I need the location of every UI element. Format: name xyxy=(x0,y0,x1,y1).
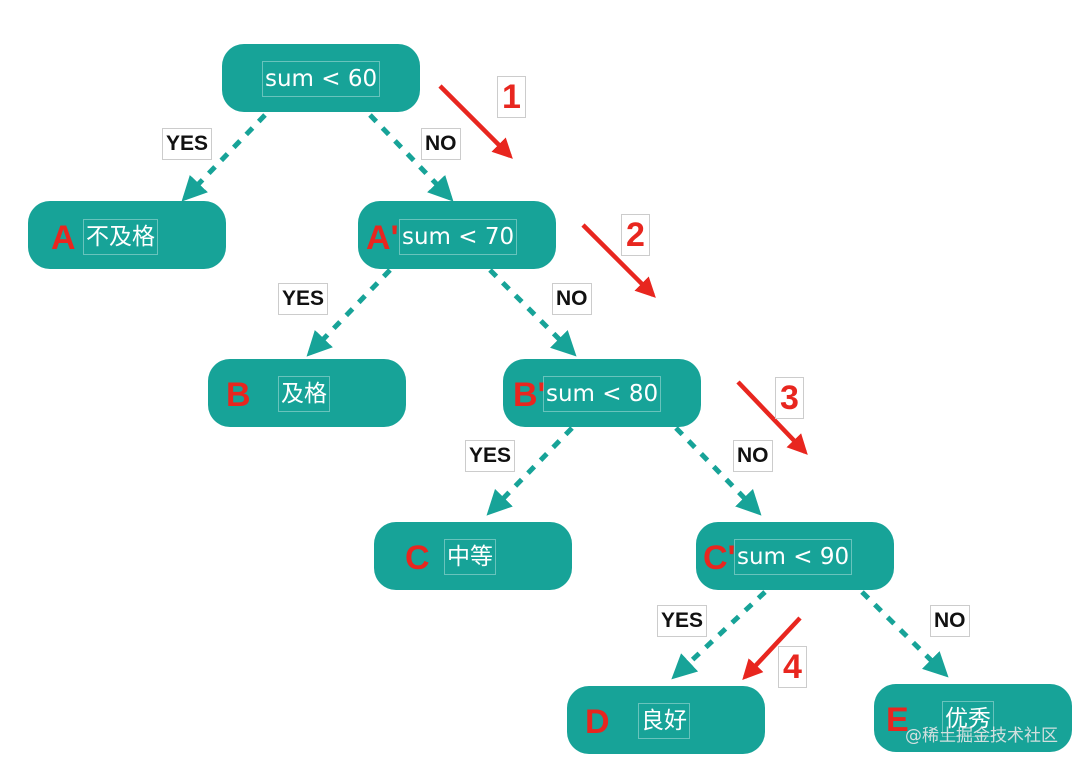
node-a xyxy=(28,201,226,269)
step-arrow-4 xyxy=(742,616,802,680)
step-arrow-2 xyxy=(581,223,656,298)
node-e xyxy=(874,684,1072,752)
node-d-label: 良好 xyxy=(638,703,690,739)
node-e-label: 优秀 xyxy=(942,701,994,737)
edge-label-yes-3: YES xyxy=(465,440,516,472)
node-e-letter: E xyxy=(886,701,909,739)
edge-label-no-1: NO xyxy=(421,128,461,160)
node-c-prime xyxy=(696,522,894,590)
step-number-1: 1 xyxy=(497,76,526,118)
edge-label-yes-1: YES xyxy=(162,128,213,160)
node-a-prime-letter: A' xyxy=(366,219,399,257)
step-number-2: 2 xyxy=(621,214,650,256)
node-c-prime-label: sum < 90 xyxy=(733,539,853,575)
node-a-prime xyxy=(358,201,556,269)
edge-c-prime-e xyxy=(860,590,949,678)
edge-c-prime-d xyxy=(671,590,767,680)
node-root-label: sum < 60 xyxy=(261,61,381,97)
edge-label-no-2: NO xyxy=(552,283,592,315)
node-a-prime-label: sum < 70 xyxy=(398,219,518,255)
node-b-label: 及格 xyxy=(278,376,330,412)
watermark: @稀土掘金技术社区 xyxy=(905,726,1058,746)
edge-root-a-prime xyxy=(368,113,454,202)
node-c xyxy=(374,522,572,590)
step-arrow-3 xyxy=(736,380,808,455)
edge-b-prime-c xyxy=(486,426,574,516)
node-b-prime xyxy=(503,359,701,427)
edge-b-prime-c-prime xyxy=(674,426,762,516)
node-b-letter: B xyxy=(226,376,251,414)
step-number-4: 4 xyxy=(778,646,807,688)
step-arrow-1 xyxy=(438,84,513,159)
node-b xyxy=(208,359,406,427)
node-d-letter: D xyxy=(585,703,610,741)
step-number-3: 3 xyxy=(775,377,804,419)
node-a-label: 不及格 xyxy=(83,219,158,255)
node-c-prime-letter: C' xyxy=(703,539,736,577)
node-a-letter: A xyxy=(51,219,76,257)
edge-label-no-4: NO xyxy=(930,605,970,637)
edge-label-yes-4: YES xyxy=(657,605,708,637)
node-c-label: 中等 xyxy=(444,539,496,575)
node-b-prime-letter: B' xyxy=(513,376,546,414)
edge-a-prime-b xyxy=(306,268,392,357)
node-c-letter: C xyxy=(405,539,430,577)
node-b-prime-label: sum < 80 xyxy=(542,376,662,412)
edge-label-no-3: NO xyxy=(733,440,773,472)
edge-a-prime-b-prime xyxy=(488,268,577,357)
edge-root-a xyxy=(181,113,267,202)
node-d xyxy=(567,686,765,754)
edge-label-yes-2: YES xyxy=(278,283,329,315)
node-root xyxy=(222,44,420,112)
